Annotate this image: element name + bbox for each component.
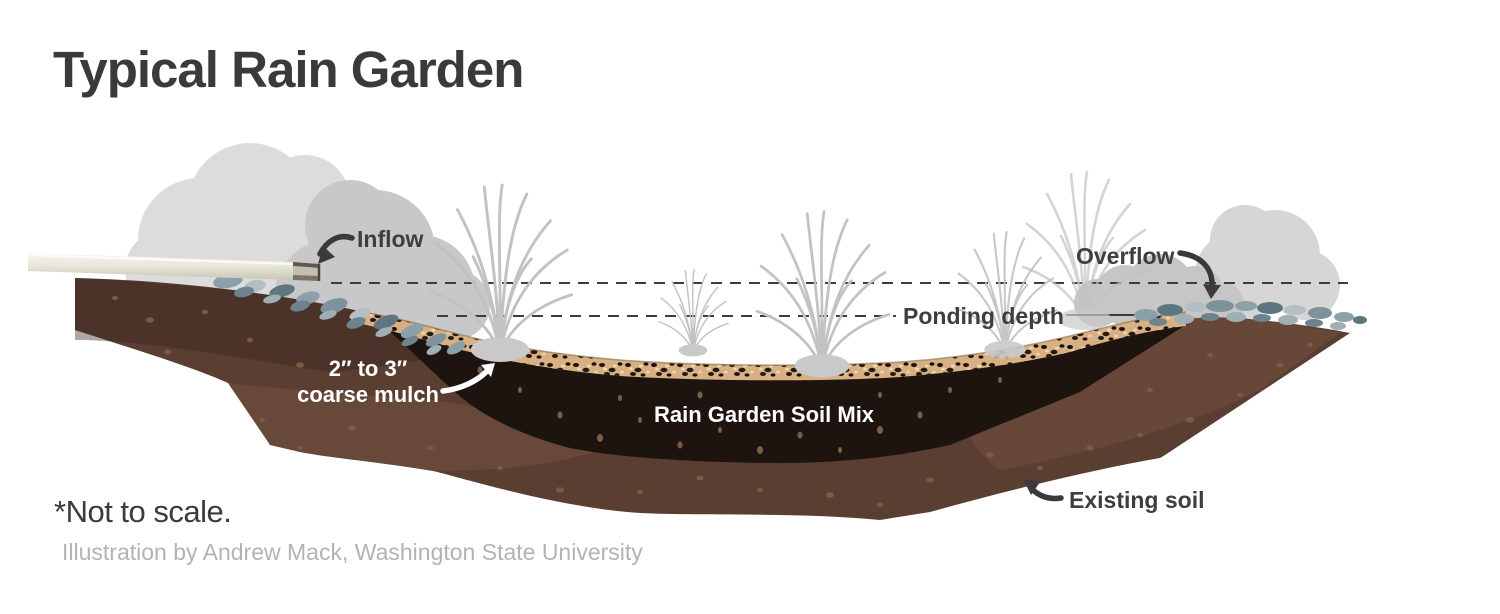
- annotation-arrows: [317, 233, 1221, 502]
- existing-soil-arrow-icon: [1023, 479, 1064, 502]
- overflow-arrow-icon: [1177, 250, 1221, 299]
- grass-tuft-icon: [954, 230, 1058, 360]
- overflow-stones-icon: [1134, 300, 1367, 330]
- soil-shade-top: [75, 278, 480, 372]
- coarse-mulch-label: 2″ to 3″ coarse mulch: [278, 356, 458, 408]
- inflow-stones-icon: [213, 273, 466, 356]
- coarse-mulch-label-line1: 2″ to 3″: [328, 356, 408, 381]
- soil-mix-shape: [380, 321, 1192, 463]
- inflow-arrow-icon: [317, 233, 355, 264]
- grass-tuft-icon: [755, 210, 891, 379]
- not-to-scale-footnote: *Not to scale.: [54, 494, 232, 529]
- page-title: Typical Rain Garden: [53, 41, 524, 98]
- inflow-pipe-icon: [27, 253, 321, 281]
- mulch-arrow-icon: [440, 363, 495, 394]
- soil-mix-label: Rain Garden Soil Mix: [654, 402, 875, 427]
- mulch-layer: [361, 311, 1187, 381]
- mulch-texture: [362, 312, 1186, 381]
- inflow-label: Inflow: [357, 226, 424, 252]
- coarse-mulch-label-line2: coarse mulch: [297, 382, 439, 407]
- soil-mix-bowl: [380, 321, 1192, 463]
- soil-shade-bottom-left: [228, 383, 600, 471]
- soil-mix-speckles: [477, 356, 1002, 454]
- mulch-top-shadow: [361, 311, 1187, 366]
- ponding-depth-label: Ponding depth: [903, 303, 1064, 329]
- existing-soil-label: Existing soil: [1069, 487, 1205, 513]
- illustration-credit: Illustration by Andrew Mack, Washington …: [62, 539, 643, 565]
- soil-speckles: [112, 295, 1313, 508]
- overflow-label: Overflow: [1076, 243, 1175, 269]
